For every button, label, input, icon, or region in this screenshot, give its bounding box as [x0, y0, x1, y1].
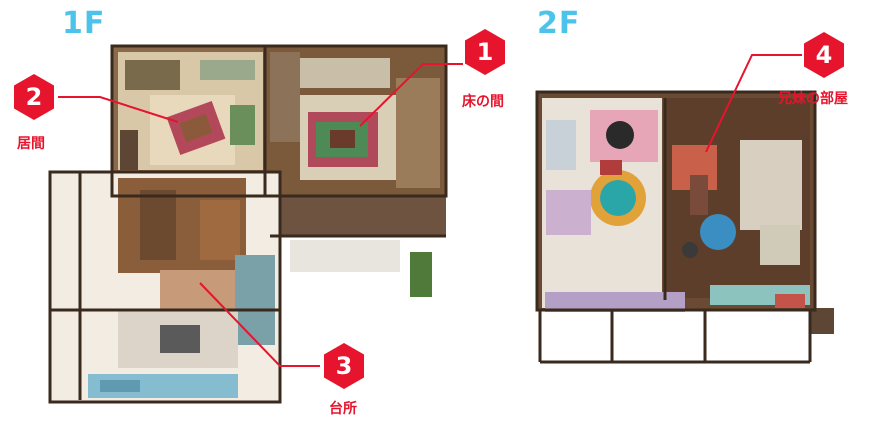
callout-number-2: 2 — [25, 83, 43, 111]
callout-number-3: 3 — [335, 352, 353, 380]
callout-label-3: 台所 — [329, 401, 357, 417]
callout-number-1: 1 — [476, 38, 494, 66]
hexagon-marker-icon — [324, 343, 364, 389]
hexagon-marker-icon — [465, 29, 505, 75]
callout-label-1: 床の間 — [462, 94, 504, 110]
floor-label-1f: 1F — [62, 6, 106, 41]
callout-marker-2: 2 — [12, 73, 56, 121]
callout-label-2: 居間 — [17, 136, 45, 152]
callout-marker-3: 3 — [322, 342, 366, 390]
floor-label-2f: 2F — [537, 6, 581, 41]
hexagon-marker-icon — [14, 74, 54, 120]
callout-marker-4: 4 — [802, 31, 846, 79]
hexagon-marker-icon — [804, 32, 844, 78]
callout-marker-1: 1 — [463, 28, 507, 76]
callout-number-4: 4 — [815, 41, 833, 69]
callout-label-4: 兄妹の部屋 — [778, 91, 848, 107]
